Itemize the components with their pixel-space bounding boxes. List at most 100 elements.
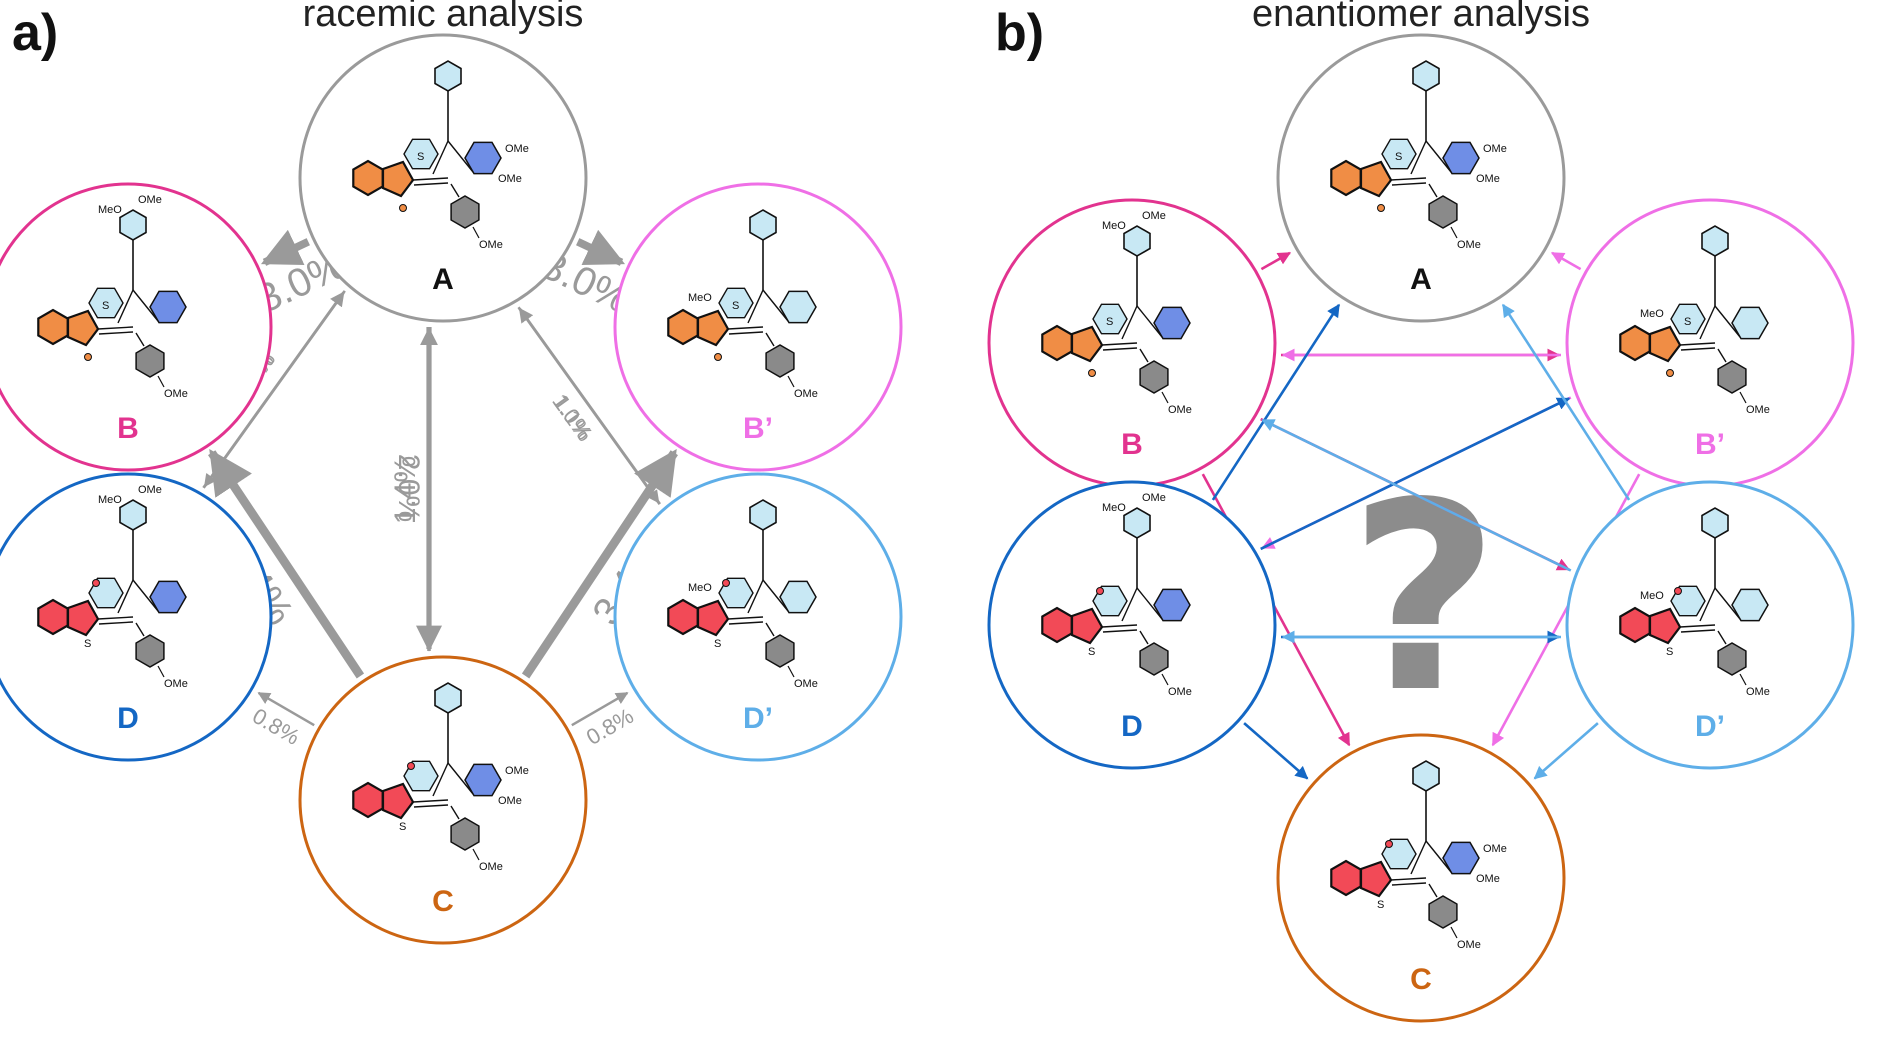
state-label: C [1410, 963, 1432, 996]
ome-label: OMe [138, 484, 162, 496]
ome-label: OMe [1142, 210, 1166, 222]
sulfur-atom: S [1106, 316, 1113, 328]
oxo-oxygen [722, 579, 730, 587]
oxo-oxygen [714, 353, 722, 361]
top-benzo-ring [749, 499, 777, 531]
fused-benzo-ring [37, 308, 69, 346]
aryl-ome-label: OMe [164, 388, 188, 400]
state-label: B’ [1695, 428, 1725, 461]
state-label: D’ [1695, 710, 1725, 743]
right-benzo-ring [149, 580, 187, 614]
ome-label: OMe [1142, 492, 1166, 504]
aryl-ome-label: OMe [794, 388, 818, 400]
ome-label: OMe [498, 173, 522, 185]
five-membered-ring [696, 599, 730, 637]
sulfur-atom: S [714, 638, 721, 650]
five-membered-ring [1070, 607, 1104, 645]
sulfur-atom: S [417, 151, 424, 163]
oxo-oxygen [1096, 587, 1104, 595]
aryl-ome-label: OMe [1746, 686, 1770, 698]
transition-arrow-d-to-b-prime [1260, 397, 1571, 551]
rear-benzo-ring [1670, 303, 1706, 335]
meo-label: MeO [98, 494, 122, 506]
state-label: A [1410, 263, 1432, 296]
transition-arrow-c-to-d [257, 691, 315, 727]
oxo-oxygen [407, 762, 415, 770]
state-node-d-prime: S OMe MeO D’ [613, 472, 903, 762]
right-benzo-ring [1442, 841, 1480, 875]
right-benzo-ring [1731, 306, 1769, 340]
transition-arrow-c-to-b-prime [521, 449, 678, 679]
top-benzo-ring [434, 60, 462, 92]
right-benzo-ring [779, 290, 817, 324]
aryl-ome-label: OMe [1168, 404, 1192, 416]
transition-arrow-a-to-b-prime [576, 229, 626, 266]
top-benzo-ring [434, 682, 462, 714]
sulfur-atom: S [102, 300, 109, 312]
five-membered-ring [66, 309, 100, 347]
aryl-ome-label: OMe [794, 678, 818, 690]
panel-b-edges [1113, 251, 1705, 780]
panel-a-title: racemic analysis [303, 0, 584, 35]
ome-label: OMe [1483, 843, 1507, 855]
oxo-oxygen [84, 353, 92, 361]
transition-arrow-d-to-c [1243, 722, 1309, 780]
ome-label: OMe [498, 795, 522, 807]
meo-label: MeO [1640, 308, 1664, 320]
transition-arrow-b-to-a [1260, 251, 1292, 271]
fused-benzo-ring [352, 781, 384, 819]
state-circle [0, 472, 273, 762]
aryl-ome-label: OMe [1457, 939, 1481, 951]
transition-arrow-d-prime-to-b [1261, 418, 1572, 572]
right-benzo-ring [464, 763, 502, 797]
methoxyphenyl-ring [450, 195, 480, 229]
top-benzo-ring [1123, 507, 1151, 539]
oxo-oxygen [1674, 587, 1682, 595]
fused-benzo-ring [1330, 859, 1362, 897]
ome-label: OMe [505, 765, 529, 777]
five-membered-ring [1070, 325, 1104, 363]
sulfur-atom: S [84, 638, 91, 650]
right-benzo-ring [464, 141, 502, 175]
fused-benzo-ring [667, 308, 699, 346]
ome-label: OMe [1476, 873, 1500, 885]
five-membered-ring [381, 782, 415, 820]
sulfur-atom: S [1377, 899, 1384, 911]
right-benzo-ring [1153, 306, 1191, 340]
molecule-d-prime: S OMe MeO [667, 499, 818, 690]
five-membered-ring [66, 599, 100, 637]
top-benzo-ring [1701, 225, 1729, 257]
meo-label: MeO [688, 582, 712, 594]
meo-label: MeO [1640, 590, 1664, 602]
sulfur-atom: S [399, 821, 406, 833]
methoxyphenyl-ring [765, 344, 795, 378]
transition-arrow-b-prime-to-a [1550, 251, 1582, 271]
state-label: D [117, 702, 139, 735]
state-label: D’ [743, 702, 773, 735]
meo-label: MeO [1102, 502, 1126, 514]
ome-label: OMe [505, 143, 529, 155]
fused-benzo-ring [1619, 324, 1651, 362]
five-membered-ring [1648, 325, 1682, 363]
panel-b-title: enantiomer analysis [1252, 0, 1590, 35]
transition-arrow-d-to-a [1211, 303, 1341, 501]
transition-arrow-d-prime-to-a [1501, 303, 1631, 501]
state-label: B’ [743, 412, 773, 445]
methoxyphenyl-ring [135, 344, 165, 378]
oxo-oxygen [1377, 204, 1385, 212]
five-membered-ring [1359, 160, 1393, 198]
transition-arrow-a-to-b [260, 229, 310, 266]
oxo-oxygen [399, 204, 407, 212]
